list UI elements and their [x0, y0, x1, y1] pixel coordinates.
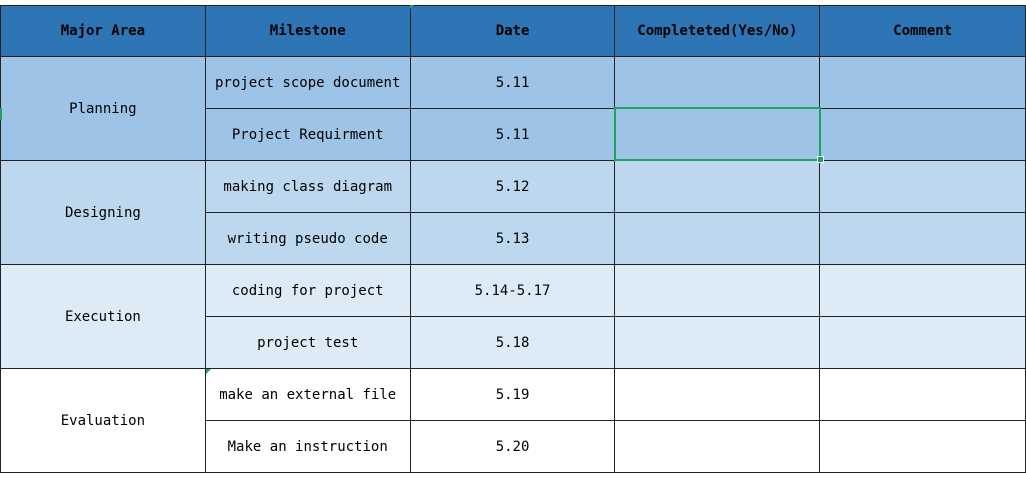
milestone-cell[interactable]: project test	[204, 316, 411, 369]
cell-note-marker	[410, 5, 414, 9]
milestone-cell[interactable]: Make an instruction	[204, 420, 411, 473]
date-cell[interactable]: 5.13	[409, 212, 616, 265]
date-cell[interactable]: 5.18	[409, 316, 616, 369]
comment-cell[interactable]	[819, 316, 1026, 369]
table-row: Planning project scope document 5.11	[0, 56, 1026, 161]
comment-cell[interactable]	[819, 264, 1026, 317]
completed-cell[interactable]	[614, 264, 821, 317]
milestone-cell[interactable]: writing pseudo code	[204, 212, 411, 265]
completed-cell[interactable]	[614, 368, 821, 421]
area-cell-execution[interactable]: Execution	[0, 264, 206, 369]
date-cell[interactable]: 5.19	[409, 368, 616, 421]
header-comment[interactable]: Comment	[819, 5, 1026, 57]
completed-cell[interactable]	[614, 212, 821, 265]
cell-note-marker	[206, 369, 211, 374]
milestone-cell[interactable]: making class diagram	[204, 160, 411, 213]
sheet-top-edge	[0, 0, 1026, 5]
header-major-area[interactable]: Major Area	[0, 5, 206, 57]
completed-cell[interactable]	[614, 420, 821, 473]
table-row: Evaluation make an external file 5.19	[0, 368, 1026, 473]
date-cell[interactable]: 5.20	[409, 420, 616, 473]
area-cell-designing[interactable]: Designing	[0, 160, 206, 265]
header-row: Major Area Milestone Date Completeted(Ye…	[0, 5, 1026, 57]
completed-cell[interactable]	[614, 316, 821, 369]
fill-handle[interactable]	[817, 156, 824, 163]
milestone-table: Major Area Milestone Date Completeted(Ye…	[0, 5, 1026, 473]
area-cell-evaluation[interactable]: Evaluation	[0, 368, 206, 473]
milestone-cell[interactable]: make an external file	[204, 368, 411, 421]
milestone-cell[interactable]: project scope document	[204, 56, 411, 109]
header-milestone[interactable]: Milestone	[204, 5, 411, 57]
milestone-cell[interactable]: Project Requirment	[204, 108, 411, 161]
completed-cell[interactable]	[614, 56, 821, 109]
date-cell[interactable]: 5.11	[409, 56, 616, 109]
comment-cell[interactable]	[819, 420, 1026, 473]
completed-cell[interactable]	[614, 160, 821, 213]
date-cell[interactable]: 5.11	[409, 108, 616, 161]
comment-cell[interactable]	[819, 108, 1026, 161]
table-row: Designing making class diagram 5.12	[0, 160, 1026, 265]
comment-cell[interactable]	[819, 368, 1026, 421]
comment-cell[interactable]	[819, 160, 1026, 213]
header-date[interactable]: Date	[409, 5, 616, 57]
completed-cell-selected[interactable]	[614, 108, 821, 161]
row-selection-indicator	[0, 108, 2, 120]
area-cell-planning[interactable]: Planning	[0, 56, 206, 161]
comment-cell[interactable]	[819, 212, 1026, 265]
milestone-cell[interactable]: coding for project	[204, 264, 411, 317]
date-cell[interactable]: 5.12	[409, 160, 616, 213]
header-completed[interactable]: Completeted(Yes/No)	[614, 5, 821, 57]
date-cell[interactable]: 5.14-5.17	[409, 264, 616, 317]
comment-cell[interactable]	[819, 56, 1026, 109]
table-row: Execution coding for project 5.14-5.17	[0, 264, 1026, 369]
